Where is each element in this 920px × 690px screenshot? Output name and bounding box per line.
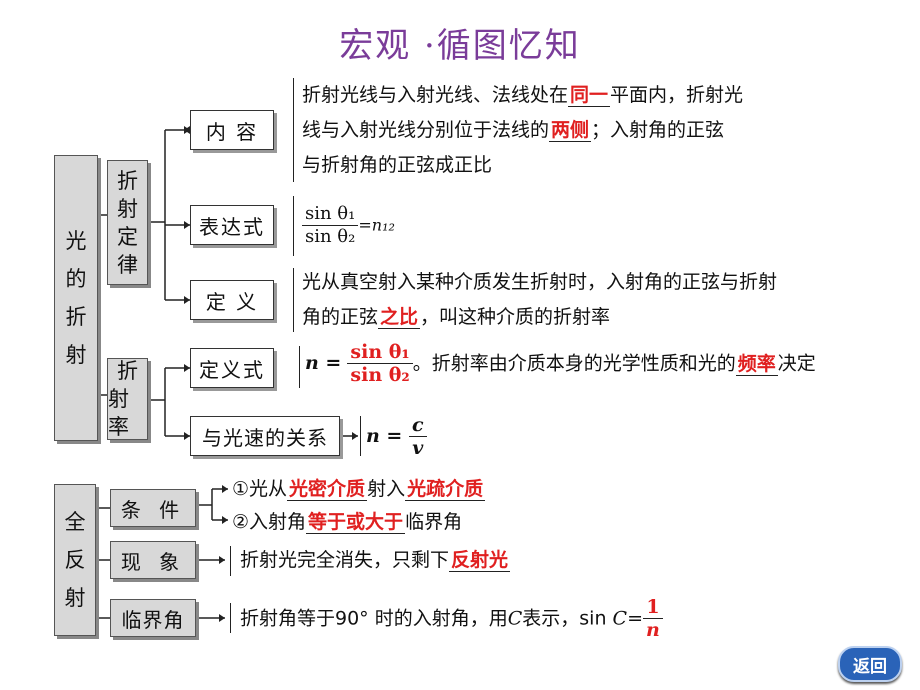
root-char: 反	[64, 548, 86, 572]
defeq-label: 定义式	[190, 348, 274, 388]
phen-line: 折射光完全消失，只剩下反射光	[240, 549, 511, 572]
def-line-2: 角的正弦之比，叫这种介质的折射率	[302, 306, 611, 329]
speed-numerator: c	[408, 414, 427, 437]
answer-blank: 之比	[378, 306, 421, 329]
defeq-lhs: n =	[305, 352, 342, 374]
answer-blank: 光疏介质	[405, 478, 486, 501]
law-char: 律	[117, 252, 138, 277]
root-char: 射	[65, 343, 87, 367]
root-char: 折	[65, 305, 87, 329]
root-char: 光	[65, 229, 87, 253]
speed-label: 与光速的关系	[190, 416, 340, 456]
root-total-reflection-box: 全 反 射	[54, 484, 96, 636]
back-button[interactable]: 返回	[838, 646, 902, 682]
index-box: 折 射率	[107, 358, 148, 440]
speed-bracket	[360, 416, 361, 456]
content-label: 内 容	[190, 110, 274, 150]
expr-label: 表达式	[190, 205, 274, 245]
page-title: 宏观 ·循图忆知	[339, 26, 581, 66]
def-bracket	[293, 268, 294, 332]
cond-label: 条 件	[110, 489, 196, 527]
content-bracket	[293, 78, 294, 182]
answer-blank: 反射光	[449, 549, 511, 572]
def-label: 定 义	[190, 280, 274, 320]
cond-line-2: ②入射角等于或大于临界角	[232, 511, 463, 534]
expr-denominator: sin θ₂	[305, 226, 356, 247]
crit-denominator: n	[646, 619, 660, 641]
content-line-3: 与折射角的正弦成正比	[302, 154, 493, 176]
phen-label: 现 象	[110, 541, 196, 579]
content-line-2: 线与入射光线分别位于法线的两侧；入射角的正弦	[302, 119, 725, 142]
root-refraction-box: 光 的 折 射	[54, 155, 98, 441]
crit-label: 临界角	[110, 599, 196, 637]
root-char: 的	[65, 267, 87, 291]
root-char: 全	[64, 510, 86, 534]
phen-bracket	[230, 546, 231, 576]
defeq-numerator: sin θ₁	[347, 341, 413, 364]
answer-blank: 两侧	[549, 119, 592, 142]
answer-blank: 等于或大于	[306, 511, 406, 534]
law-box: 折 射 定 律	[107, 160, 148, 285]
content-line-1: 折射光线与入射光线、法线处在同一平面内，折射光	[302, 84, 744, 107]
answer-blank: 同一	[568, 84, 611, 107]
index-char: 射率	[108, 387, 129, 439]
expr-numerator: sin θ₁	[302, 203, 359, 226]
defeq-denominator: sin θ₂	[350, 364, 410, 386]
expr-bracket	[293, 196, 294, 256]
law-char: 折	[117, 168, 138, 193]
law-char: 射	[117, 196, 138, 221]
answer-blank: 频率	[735, 352, 778, 376]
law-char: 定	[117, 224, 138, 249]
cond-line-1: ①光从光密介质射入光疏介质	[232, 478, 486, 501]
speed-lhs: n =	[366, 425, 403, 447]
speed-denominator: v	[412, 437, 424, 459]
root-char: 射	[64, 586, 86, 610]
answer-blank: 光密介质	[287, 478, 368, 501]
crit-numerator: 1	[643, 596, 663, 619]
def-line-1: 光从真空射入某种介质发生折射时，入射角的正弦与折射	[302, 271, 778, 293]
expr-rhs: =n₁₂	[358, 215, 395, 235]
index-char: 折	[117, 359, 138, 383]
crit-bracket	[230, 603, 231, 633]
defeq-bracket	[299, 346, 300, 388]
